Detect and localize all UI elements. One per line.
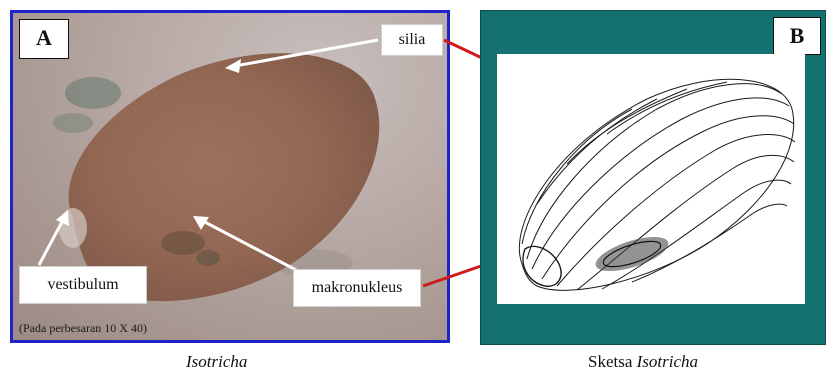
isotricha-sketch xyxy=(497,54,805,304)
macronucleus-region xyxy=(161,231,205,255)
micrograph-panel: A silia vestibulum makronukleus (Pada pe… xyxy=(10,10,450,343)
vestibulum-label: vestibulum xyxy=(19,266,147,304)
panel-b-tag: B xyxy=(773,17,821,55)
debris-blob xyxy=(53,113,93,133)
makronukleus-label: makronukleus xyxy=(293,269,421,307)
caption-left: Isotricha xyxy=(186,352,247,372)
sketch-drawing xyxy=(497,54,805,304)
panel-a-tag: A xyxy=(19,19,69,59)
sketch-panel: B xyxy=(480,10,826,345)
magnification-note: (Pada perbesaran 10 X 40) xyxy=(19,321,147,336)
caption-left-species: Isotricha xyxy=(186,352,247,371)
caption-right: Sketsa Isotricha xyxy=(588,352,698,372)
caption-right-prefix: Sketsa xyxy=(588,352,632,371)
silia-label: silia xyxy=(381,24,443,56)
debris-blob xyxy=(65,77,121,109)
caption-right-species: Isotricha xyxy=(637,352,698,371)
